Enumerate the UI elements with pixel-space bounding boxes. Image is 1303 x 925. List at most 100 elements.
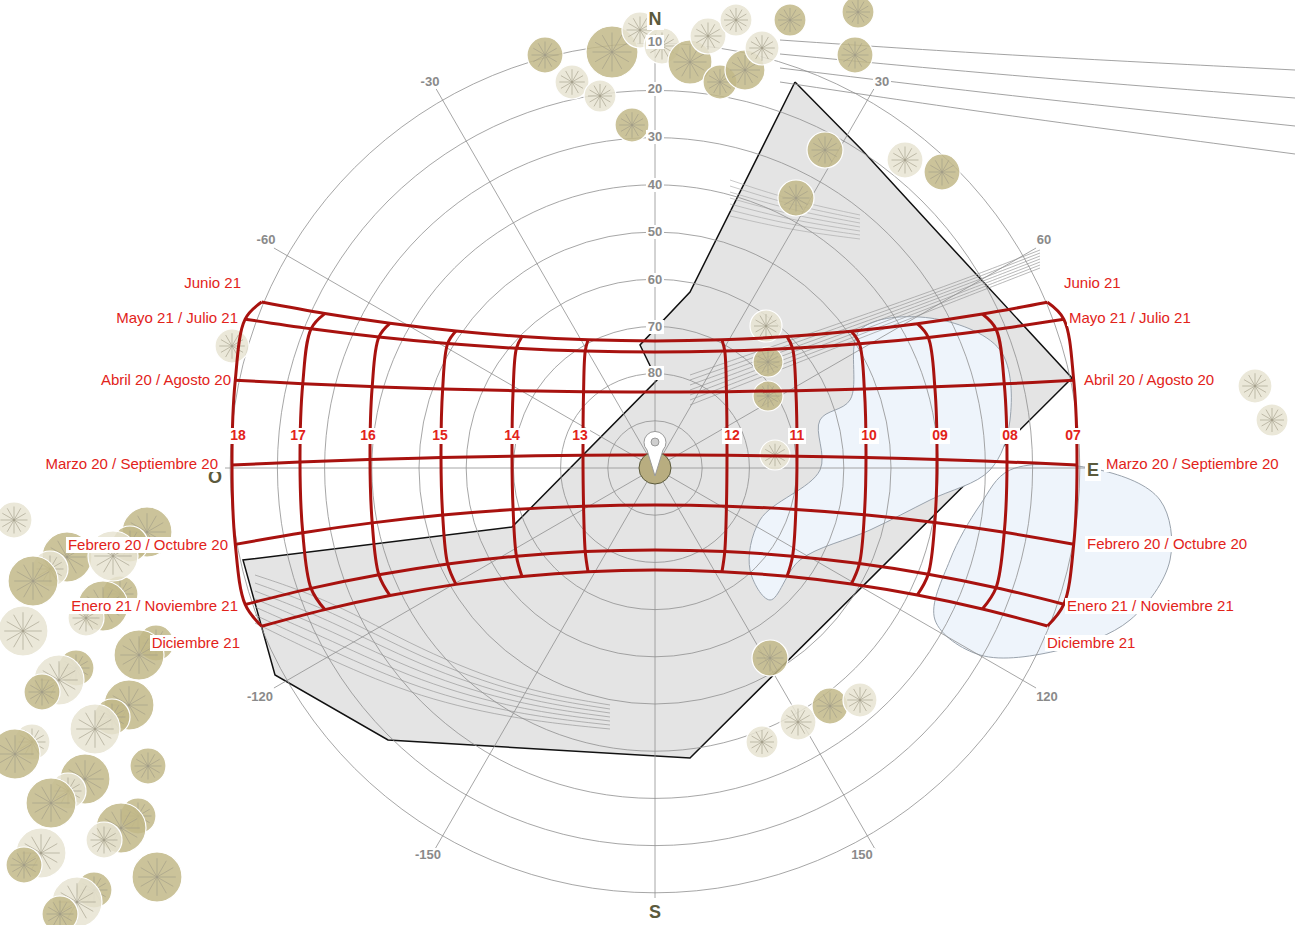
tree-symbol [924, 154, 960, 190]
tree-symbol [42, 896, 78, 925]
tree-symbol [215, 329, 249, 363]
date-curve [245, 550, 1064, 604]
altitude-number: 50 [646, 225, 664, 239]
tree-branch [786, 715, 809, 729]
tree-crown [24, 674, 60, 710]
contour-line [255, 607, 610, 721]
tree-crown [753, 347, 783, 377]
tree-symbol [780, 704, 816, 740]
tree-symbol [24, 674, 60, 710]
tree-crown [130, 748, 166, 784]
tree-crown [0, 502, 32, 538]
tree-branch [141, 868, 173, 887]
tree-branch [621, 119, 643, 132]
contour-line [255, 615, 610, 725]
tree-branch [30, 685, 53, 699]
tree-crown [0, 606, 48, 656]
tree-branch [0, 745, 31, 764]
azimuth-line [655, 468, 1036, 688]
tree-branch [1262, 414, 1283, 426]
hour-curve [512, 337, 522, 577]
azimuth-number: -30 [419, 75, 442, 89]
tree-branch [813, 143, 836, 157]
tree-branch [732, 63, 758, 78]
date-label: Junio 21 [182, 275, 243, 292]
tree-symbol [615, 108, 649, 142]
tree-symbol [745, 31, 779, 65]
tree-symbol [753, 381, 783, 411]
tree-symbol [0, 502, 32, 538]
compass-letter: N [647, 10, 664, 30]
tree-crown [745, 31, 779, 65]
date-curve [235, 505, 1073, 544]
date-label: Diciembre 21 [150, 635, 242, 652]
tree-symbol [584, 80, 616, 112]
tree-crown [1256, 404, 1288, 436]
hour-curve [851, 331, 866, 584]
azimuth-line [435, 87, 655, 468]
azimuth-line [435, 468, 655, 849]
tree-symbol [0, 606, 48, 656]
date-label: Marzo 20 / Septiembre 20 [43, 456, 220, 473]
tree-branch [590, 90, 611, 102]
tree-symbol [812, 688, 848, 724]
tree-symbol [1238, 369, 1272, 403]
tree-branch [12, 858, 35, 872]
hour-curve [583, 340, 588, 572]
azimuth-number: -120 [245, 690, 275, 704]
tree-branch [758, 651, 781, 665]
hour-label: 14 [502, 428, 522, 443]
tree-crown [778, 180, 814, 216]
tree-symbol [70, 704, 120, 754]
hour-label: 08 [1000, 428, 1020, 443]
tree-crown [0, 729, 40, 779]
azimuth-number: 60 [1035, 233, 1053, 247]
azimuth-line [655, 38, 656, 468]
hour-label: 09 [930, 428, 950, 443]
site-region [243, 82, 1072, 758]
azimuth-line [655, 248, 1036, 468]
tree-branch [79, 720, 111, 739]
tree-crown [6, 847, 42, 883]
tree-symbol [6, 847, 42, 883]
tree-branch [136, 759, 159, 773]
tree-symbol [1256, 404, 1288, 436]
tree-crown [842, 0, 874, 28]
hour-curve [1047, 302, 1077, 626]
tree-branch [561, 76, 583, 89]
tree-branch [17, 572, 49, 591]
azimuth-line [274, 468, 655, 688]
tree-crown [615, 108, 649, 142]
tree-branch [60, 901, 61, 925]
date-label: Marzo 20 / Septiembre 20 [1104, 456, 1281, 473]
tree-symbol [746, 726, 778, 758]
date-label: Diciembre 21 [1045, 635, 1137, 652]
date-curve [245, 319, 1064, 352]
tree-branch [48, 907, 71, 921]
tree-symbol [843, 683, 877, 717]
tree-branch [930, 165, 953, 179]
tree-crown [780, 704, 816, 740]
tree-branch [726, 14, 747, 26]
tree-branch [780, 14, 801, 26]
tree-crown [837, 37, 873, 73]
hour-label: 13 [570, 428, 590, 443]
tree-branch [0, 745, 31, 764]
tree-symbol [0, 729, 40, 779]
hour-curve [917, 324, 937, 595]
tree-branch [784, 191, 807, 205]
tree-crown [720, 4, 752, 36]
tree-crown [887, 142, 923, 178]
tree-crown [8, 556, 58, 606]
date-label: Enero 21 / Noviembre 21 [1065, 598, 1236, 615]
hour-label: 18 [228, 428, 248, 443]
altitude-number: 10 [646, 35, 664, 49]
altitude-number: 70 [646, 320, 664, 334]
hour-curve [787, 337, 797, 577]
tree-symbol [130, 748, 166, 784]
hour-label: 16 [358, 428, 378, 443]
tree-crown [132, 852, 182, 902]
tree-branch [1244, 380, 1266, 393]
tree-crown [843, 683, 877, 717]
